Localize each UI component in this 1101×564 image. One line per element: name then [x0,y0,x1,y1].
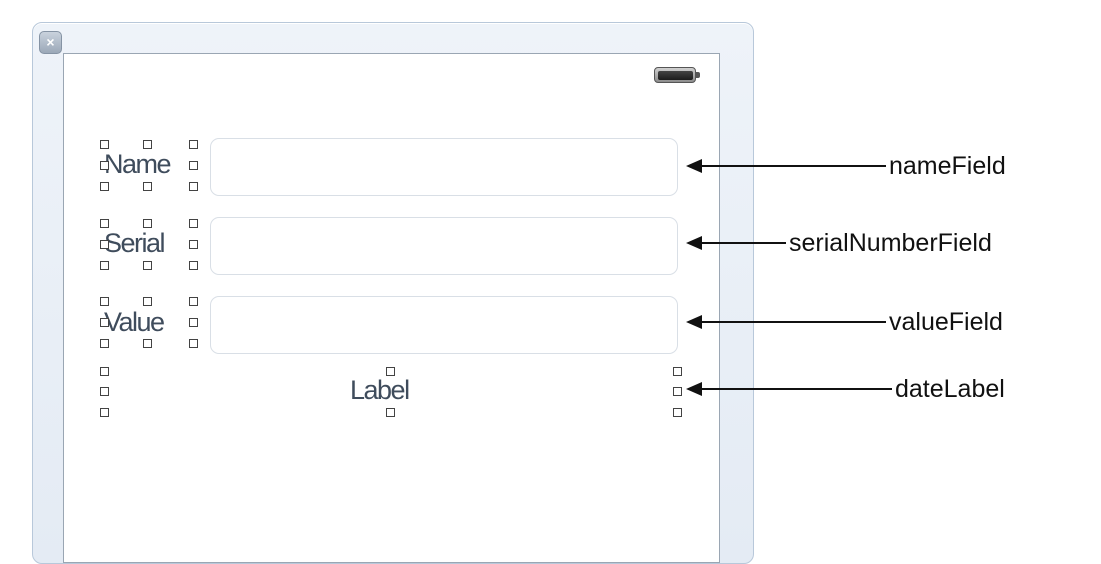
selection-handle[interactable] [100,408,109,417]
close-icon[interactable]: × [39,31,62,54]
selection-handle[interactable] [100,367,109,376]
selection-handle[interactable] [143,261,152,270]
selection-handle[interactable] [189,140,198,149]
selection-handle[interactable] [386,367,395,376]
selection-handle[interactable] [143,297,152,306]
selection-handle[interactable] [143,219,152,228]
selection-handle[interactable] [143,339,152,348]
selection-handle[interactable] [100,318,109,327]
value-label: Value [104,307,165,337]
selection-handle[interactable] [189,339,198,348]
selection-handle[interactable] [189,219,198,228]
name-field[interactable] [210,138,678,196]
selection-handle[interactable] [100,161,109,170]
selection-handle[interactable] [189,318,198,327]
battery-icon [654,67,700,83]
selection-handle[interactable] [189,240,198,249]
value-field[interactable] [210,296,678,354]
selection-handle[interactable] [100,387,109,396]
selection-handle[interactable] [386,408,395,417]
date-label: Label [350,375,410,405]
selection-handle[interactable] [673,367,682,376]
selection-handle[interactable] [100,261,109,270]
selection-handle[interactable] [673,387,682,396]
selection-handle[interactable] [189,182,198,191]
selection-handle[interactable] [143,182,152,191]
callout-date-label: dateLabel [895,375,1005,403]
selection-handle[interactable] [673,408,682,417]
selection-handle[interactable] [189,261,198,270]
name-label: Name [104,149,172,179]
selection-handle[interactable] [100,339,109,348]
callout-serial-number-field: serialNumberField [789,229,992,257]
serial-label: Serial [104,228,166,258]
selection-handle[interactable] [143,140,152,149]
selection-handle[interactable] [100,297,109,306]
selection-handle[interactable] [100,219,109,228]
selection-handle[interactable] [100,182,109,191]
selection-handle[interactable] [100,240,109,249]
selection-handle[interactable] [189,297,198,306]
selection-handle[interactable] [189,161,198,170]
selection-handle[interactable] [100,140,109,149]
callout-value-field: valueField [889,308,1003,336]
serial-number-field[interactable] [210,217,678,275]
callout-name-field: nameField [889,152,1006,180]
